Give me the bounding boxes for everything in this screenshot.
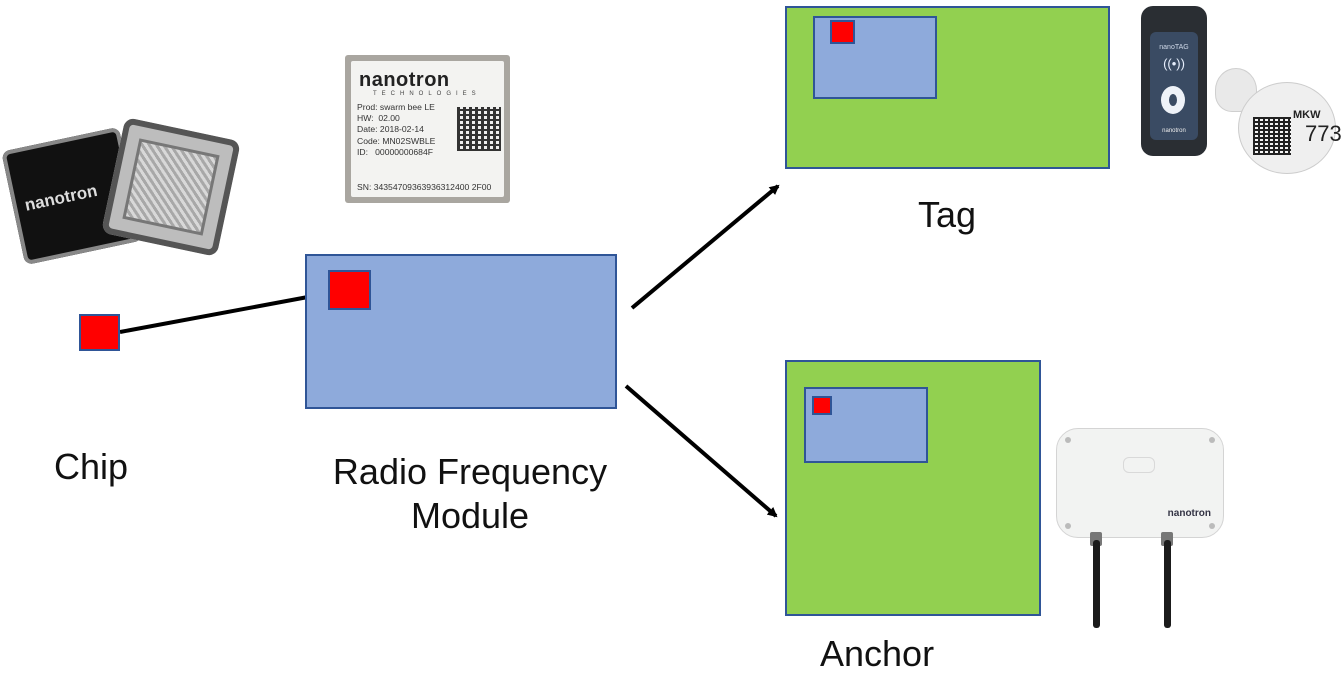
module-info-line: HW: 02.00 xyxy=(357,113,400,124)
screw-icon xyxy=(1065,523,1071,529)
ear-tag-number: 773 xyxy=(1305,121,1342,146)
anchor-logo-mark xyxy=(1123,457,1155,473)
rf-module-label-line1: Radio Frequency xyxy=(332,451,608,492)
module-serial-number: SN: 34354709363936312400 2F00 xyxy=(357,182,492,192)
arrow-module-to-tag xyxy=(630,184,780,310)
antenna-right xyxy=(1164,540,1171,628)
module-info-line: Prod: swarm bee LE xyxy=(357,102,435,112)
nanotag-face: nanoTAG ((•)) nanotron xyxy=(1150,32,1198,140)
chip-photo-brand: nanotron xyxy=(22,180,99,215)
module-brand: nanotron xyxy=(359,69,450,91)
module-info-line: ID: 00000000684F xyxy=(357,146,433,157)
radio-waves-icon: ((•)) xyxy=(1163,56,1185,71)
chip-thermal-pad xyxy=(122,138,220,236)
module-photo: nanotron TECHNOLOGIES Prod: swarm bee LE… xyxy=(345,55,510,203)
tag-chip xyxy=(830,20,855,44)
anchor-brand: nanotron xyxy=(1167,508,1211,519)
chip-label: Chip xyxy=(54,446,129,487)
module-info-line: Code: MN02SWBLE xyxy=(357,135,436,146)
screw-icon xyxy=(1065,437,1071,443)
nanotag-device-photo: nanoTAG ((•)) nanotron xyxy=(1141,6,1207,156)
module-info-lines: Prod: swarm bee LE HW: 02.00 Date: 2018-… xyxy=(357,102,435,158)
module-label-sticker: nanotron TECHNOLOGIES Prod: swarm bee LE… xyxy=(351,61,504,197)
antenna-left xyxy=(1093,540,1100,628)
screw-icon xyxy=(1209,523,1215,529)
nanotag-brand: nanotron xyxy=(1162,128,1186,134)
anchor-chip xyxy=(812,396,832,415)
rf-module-chip xyxy=(328,270,371,310)
arrow-chip-to-module xyxy=(119,290,326,334)
ear-tag-photo: MKW 773 xyxy=(1238,82,1342,174)
module-brand-sub: TECHNOLOGIES xyxy=(373,91,481,97)
arrow-module-to-anchor xyxy=(624,384,778,518)
tag-label: Tag xyxy=(918,194,977,235)
chip-photo-bottom xyxy=(101,117,241,257)
ear-tag-qr-code xyxy=(1253,117,1291,155)
rf-module-label-line2: Module xyxy=(410,495,530,536)
module-qr-code xyxy=(457,107,501,151)
module-info-line: Date: 2018-02-14 xyxy=(357,124,424,135)
ear-tag-text: MKW xyxy=(1293,109,1321,121)
anchor-device-photo: nanotron xyxy=(1056,428,1224,538)
nanotag-button xyxy=(1161,86,1185,114)
chip-square xyxy=(79,314,120,351)
screw-icon xyxy=(1209,437,1215,443)
anchor-label: Anchor xyxy=(820,633,935,674)
nanotag-name: nanoTAG xyxy=(1159,44,1189,51)
